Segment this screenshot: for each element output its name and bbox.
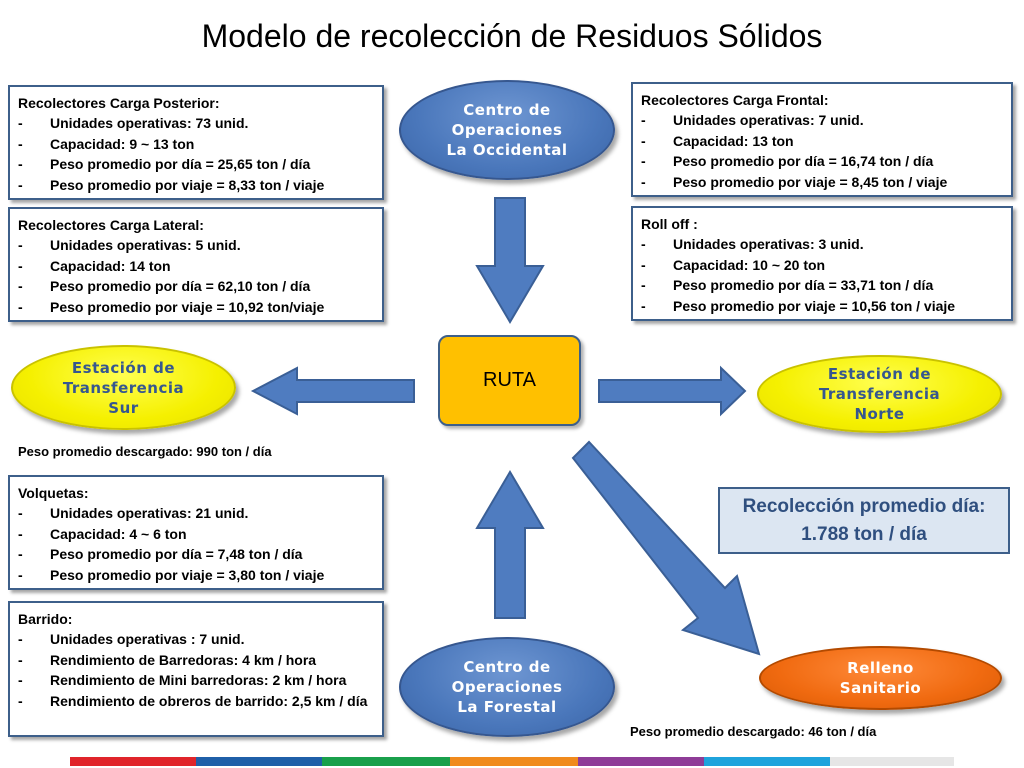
summary-line-2: 1.788 ton / día xyxy=(801,524,927,545)
node-estacion-sur: Estación de Transferencia Sur xyxy=(11,345,236,430)
list-item: Capacidad: 10 ~ 20 ton xyxy=(641,255,1003,276)
note-estacion-sur: Peso promedio descargado: 990 ton / día xyxy=(18,444,272,459)
bar-segment xyxy=(196,757,322,766)
list-item: Capacidad: 9 ~ 13 ton xyxy=(18,134,374,155)
box-heading: Recolectores Carga Lateral: xyxy=(18,217,204,233)
list-item: Unidades operativas: 3 unid. xyxy=(641,234,1003,255)
list-item: Peso promedio por viaje = 3,80 ton / via… xyxy=(18,565,374,586)
node-label: Relleno Sanitario xyxy=(839,659,922,697)
list-item: Unidades operativas: 73 unid. xyxy=(18,113,374,134)
arrow-right xyxy=(598,365,747,417)
box-heading: Recolectores Carga Frontal: xyxy=(641,92,829,108)
list-item: Unidades operativas : 7 unid. xyxy=(18,629,374,650)
box-volquetas: Volquetas: Unidades operativas: 21 unid.… xyxy=(8,475,384,590)
box-heading: Volquetas: xyxy=(18,485,89,501)
list-item: Capacidad: 4 ~ 6 ton xyxy=(18,524,374,545)
box-barrido: Barrido: Unidades operativas : 7 unid. R… xyxy=(8,601,384,737)
node-estacion-norte: Estación de Transferencia Norte xyxy=(757,355,1002,433)
list-item: Peso promedio por día = 7,48 ton / día xyxy=(18,544,374,565)
bar-segment xyxy=(704,757,830,766)
box-carga-lateral: Recolectores Carga Lateral: Unidades ope… xyxy=(8,207,384,322)
box-carga-frontal: Recolectores Carga Frontal: Unidades ope… xyxy=(631,82,1013,197)
node-centro-occidental: Centro de Operaciones La Occidental xyxy=(399,80,615,180)
bar-segment xyxy=(70,757,196,766)
box-heading: Recolectores Carga Posterior: xyxy=(18,95,220,111)
list-item: Peso promedio por día = 25,65 ton / día xyxy=(18,154,374,175)
note-relleno: Peso promedio descargado: 46 ton / día xyxy=(630,724,877,739)
bar-segment xyxy=(322,757,450,766)
box-heading: Barrido: xyxy=(18,611,73,627)
bar-segment xyxy=(450,757,578,766)
list-item: Unidades operativas: 7 unid. xyxy=(641,110,1003,131)
list-item: Peso promedio por viaje = 10,92 ton/viaj… xyxy=(18,297,374,318)
box-heading: Roll off : xyxy=(641,216,698,232)
list-item: Peso promedio por día = 62,10 ton / día xyxy=(18,276,374,297)
list-item: Peso promedio por viaje = 8,45 ton / via… xyxy=(641,172,1003,193)
node-label: Estación de Transferencia Norte xyxy=(818,365,941,423)
arrow-up xyxy=(475,470,545,619)
list-item: Unidades operativas: 21 unid. xyxy=(18,503,374,524)
bottom-color-bar xyxy=(70,757,954,766)
arrow-left xyxy=(250,366,415,416)
list-item: Rendimiento de Mini barredoras: 2 km / h… xyxy=(18,670,374,691)
summary-box: Recolección promedio día: 1.788 ton / dí… xyxy=(718,487,1010,554)
list-item: Peso promedio por día = 16,74 ton / día xyxy=(641,151,1003,172)
list-item: Unidades operativas: 5 unid. xyxy=(18,235,374,256)
box-carga-posterior: Recolectores Carga Posterior: Unidades o… xyxy=(8,85,384,200)
bar-segment xyxy=(578,757,704,766)
arrow-down xyxy=(475,197,545,324)
list-item: Peso promedio por día = 33,71 ton / día xyxy=(641,275,1003,296)
list-item: Peso promedio por viaje = 8,33 ton / via… xyxy=(18,175,374,196)
node-label: Estación de Transferencia Sur xyxy=(62,358,185,417)
list-item: Peso promedio por viaje = 10,56 ton / vi… xyxy=(641,296,1003,317)
summary-line-1: Recolección promedio día: xyxy=(742,496,986,517)
node-label: Centro de Operaciones La Occidental xyxy=(446,101,568,159)
node-centro-forestal: Centro de Operaciones La Forestal xyxy=(399,637,615,737)
list-item: Capacidad: 14 ton xyxy=(18,256,374,277)
page-title: Modelo de recolección de Residuos Sólido… xyxy=(201,18,823,54)
list-item: Capacidad: 13 ton xyxy=(641,131,1003,152)
list-item: Rendimiento de Barredoras: 4 km / hora xyxy=(18,650,374,671)
node-ruta: RUTA xyxy=(438,335,581,426)
node-relleno-sanitario: Relleno Sanitario xyxy=(759,646,1002,710)
box-roll-off: Roll off : Unidades operativas: 3 unid. … xyxy=(631,206,1013,321)
list-item: Rendimiento de obreros de barrido: 2,5 k… xyxy=(18,691,374,712)
bar-segment xyxy=(830,757,954,766)
arrow-diagonal xyxy=(571,440,761,656)
node-label: Centro de Operaciones La Forestal xyxy=(451,658,563,716)
